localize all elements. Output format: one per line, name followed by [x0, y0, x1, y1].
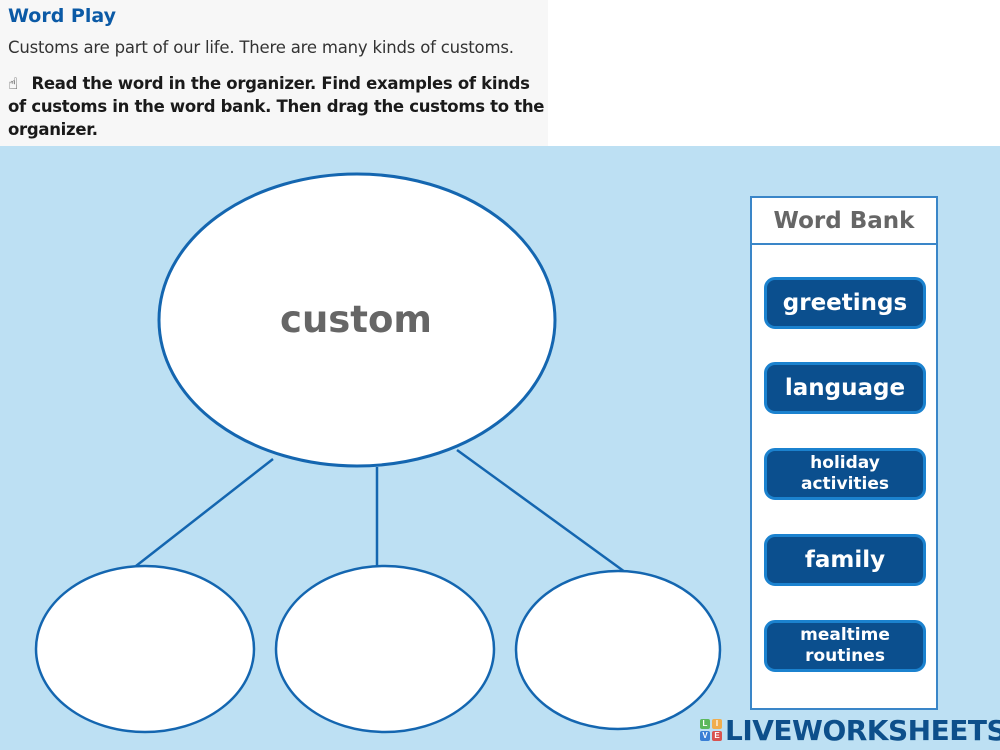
hand-pointer-icon: ☝	[8, 74, 18, 93]
word-chip-language[interactable]: language	[764, 362, 926, 414]
activity-title: Word Play	[8, 5, 116, 27]
brand-name: LIVEWORKSHEETS	[725, 713, 1000, 747]
word-chip-mealtime-routines[interactable]: mealtime routines	[764, 620, 926, 672]
center-oval	[157, 172, 557, 468]
drop-zone-2[interactable]	[274, 564, 496, 734]
word-bank: Word Bank greetings language holiday act…	[750, 196, 938, 710]
instruction-body: Read the word in the organizer. Find exa…	[8, 74, 545, 139]
instruction-text: ☝ Read the word in the organizer. Find e…	[8, 72, 548, 141]
center-word: custom	[280, 298, 432, 341]
drop-zone-1[interactable]	[34, 564, 256, 734]
live-logo-icon: L I V E	[700, 719, 722, 741]
logo-letter-e: E	[712, 731, 722, 741]
connector-right	[456, 448, 626, 574]
connector-left	[135, 458, 274, 567]
liveworksheets-logo: L I V E LIVEWORKSHEETS	[700, 713, 1000, 747]
logo-letter-l: L	[700, 719, 710, 729]
drop-zone-3[interactable]	[514, 569, 722, 731]
word-chip-holiday-activities[interactable]: holiday activities	[764, 448, 926, 500]
instructions-panel: Word Play Customs are part of our life. …	[0, 0, 548, 146]
word-bank-title: Word Bank	[752, 198, 936, 245]
word-chip-family[interactable]: family	[764, 534, 926, 586]
intro-text: Customs are part of our life. There are …	[8, 38, 514, 57]
word-chip-greetings[interactable]: greetings	[764, 277, 926, 329]
logo-letter-v: V	[700, 731, 710, 741]
logo-letter-i: I	[712, 719, 722, 729]
